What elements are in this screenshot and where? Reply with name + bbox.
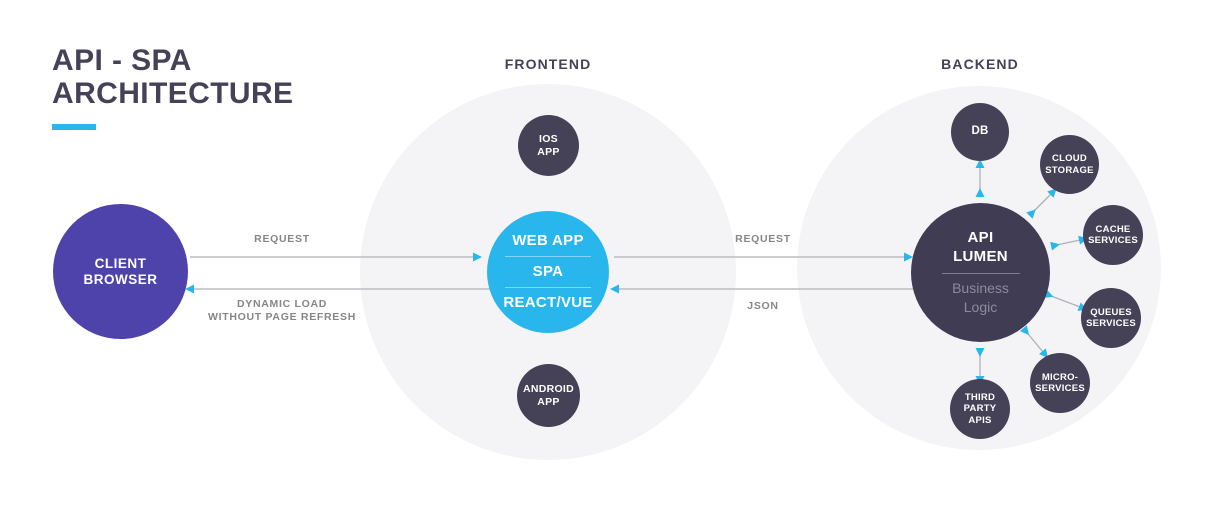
node-third-party-apis[interactable]: THIRD PARTY APIS (950, 379, 1010, 439)
node-api-lumen-title: API LUMEN (953, 229, 1008, 265)
node-queues-services[interactable]: QUEUES SERVICES (1081, 288, 1141, 348)
node-client-browser[interactable]: CLIENT BROWSER (53, 204, 188, 339)
node-cloud-storage[interactable]: CLOUD STORAGE (1040, 135, 1099, 194)
node-cloud-storage-label: CLOUD STORAGE (1045, 153, 1094, 176)
node-cache-services-label: CACHE SERVICES (1088, 223, 1138, 246)
node-web-app[interactable]: WEB APP SPA REACT/VUE (487, 211, 609, 333)
connector-label-dynamic-load: DYNAMIC LOAD WITHOUT PAGE REFRESH (208, 298, 356, 323)
title-accent-rule (52, 124, 96, 130)
node-web-app-divider-2 (505, 287, 591, 288)
node-ios-app-label: IOS APP (537, 133, 560, 158)
node-api-lumen[interactable]: API LUMEN Business Logic (911, 203, 1050, 342)
node-api-lumen-subtitle: Business Logic (952, 280, 1009, 315)
node-queues-services-label: QUEUES SERVICES (1086, 306, 1136, 329)
node-ios-app[interactable]: IOS APP (518, 115, 579, 176)
node-cache-services[interactable]: CACHE SERVICES (1083, 205, 1143, 265)
page-title: API - SPA ARCHITECTURE (52, 44, 392, 130)
section-header-frontend: FRONTEND (504, 56, 592, 72)
node-micro-services-label: MICRO- SERVICES (1035, 371, 1085, 394)
node-db[interactable]: DB (951, 103, 1009, 161)
title-line-1: API - SPA (52, 44, 192, 77)
connector-label-json: JSON (747, 300, 779, 312)
node-web-app-divider-1 (505, 256, 591, 257)
title-line-2: ARCHITECTURE (52, 77, 294, 110)
section-header-backend: BACKEND (941, 56, 1019, 72)
node-db-label: DB (971, 125, 989, 138)
connector-label-request-api: REQUEST (735, 233, 791, 245)
node-client-browser-label: CLIENT BROWSER (83, 255, 158, 287)
node-android-app[interactable]: ANDROID APP (517, 364, 580, 427)
node-web-app-row-2: SPA (532, 263, 564, 280)
node-android-app-label: ANDROID APP (522, 383, 575, 408)
node-api-lumen-divider (941, 273, 1020, 274)
connector-label-request-client: REQUEST (254, 233, 310, 245)
node-micro-services[interactable]: MICRO- SERVICES (1030, 353, 1090, 413)
node-third-party-apis-label: THIRD PARTY APIS (963, 392, 997, 426)
node-web-app-row-3: REACT/VUE (503, 294, 593, 311)
node-web-app-row-1: WEB APP (512, 232, 584, 249)
